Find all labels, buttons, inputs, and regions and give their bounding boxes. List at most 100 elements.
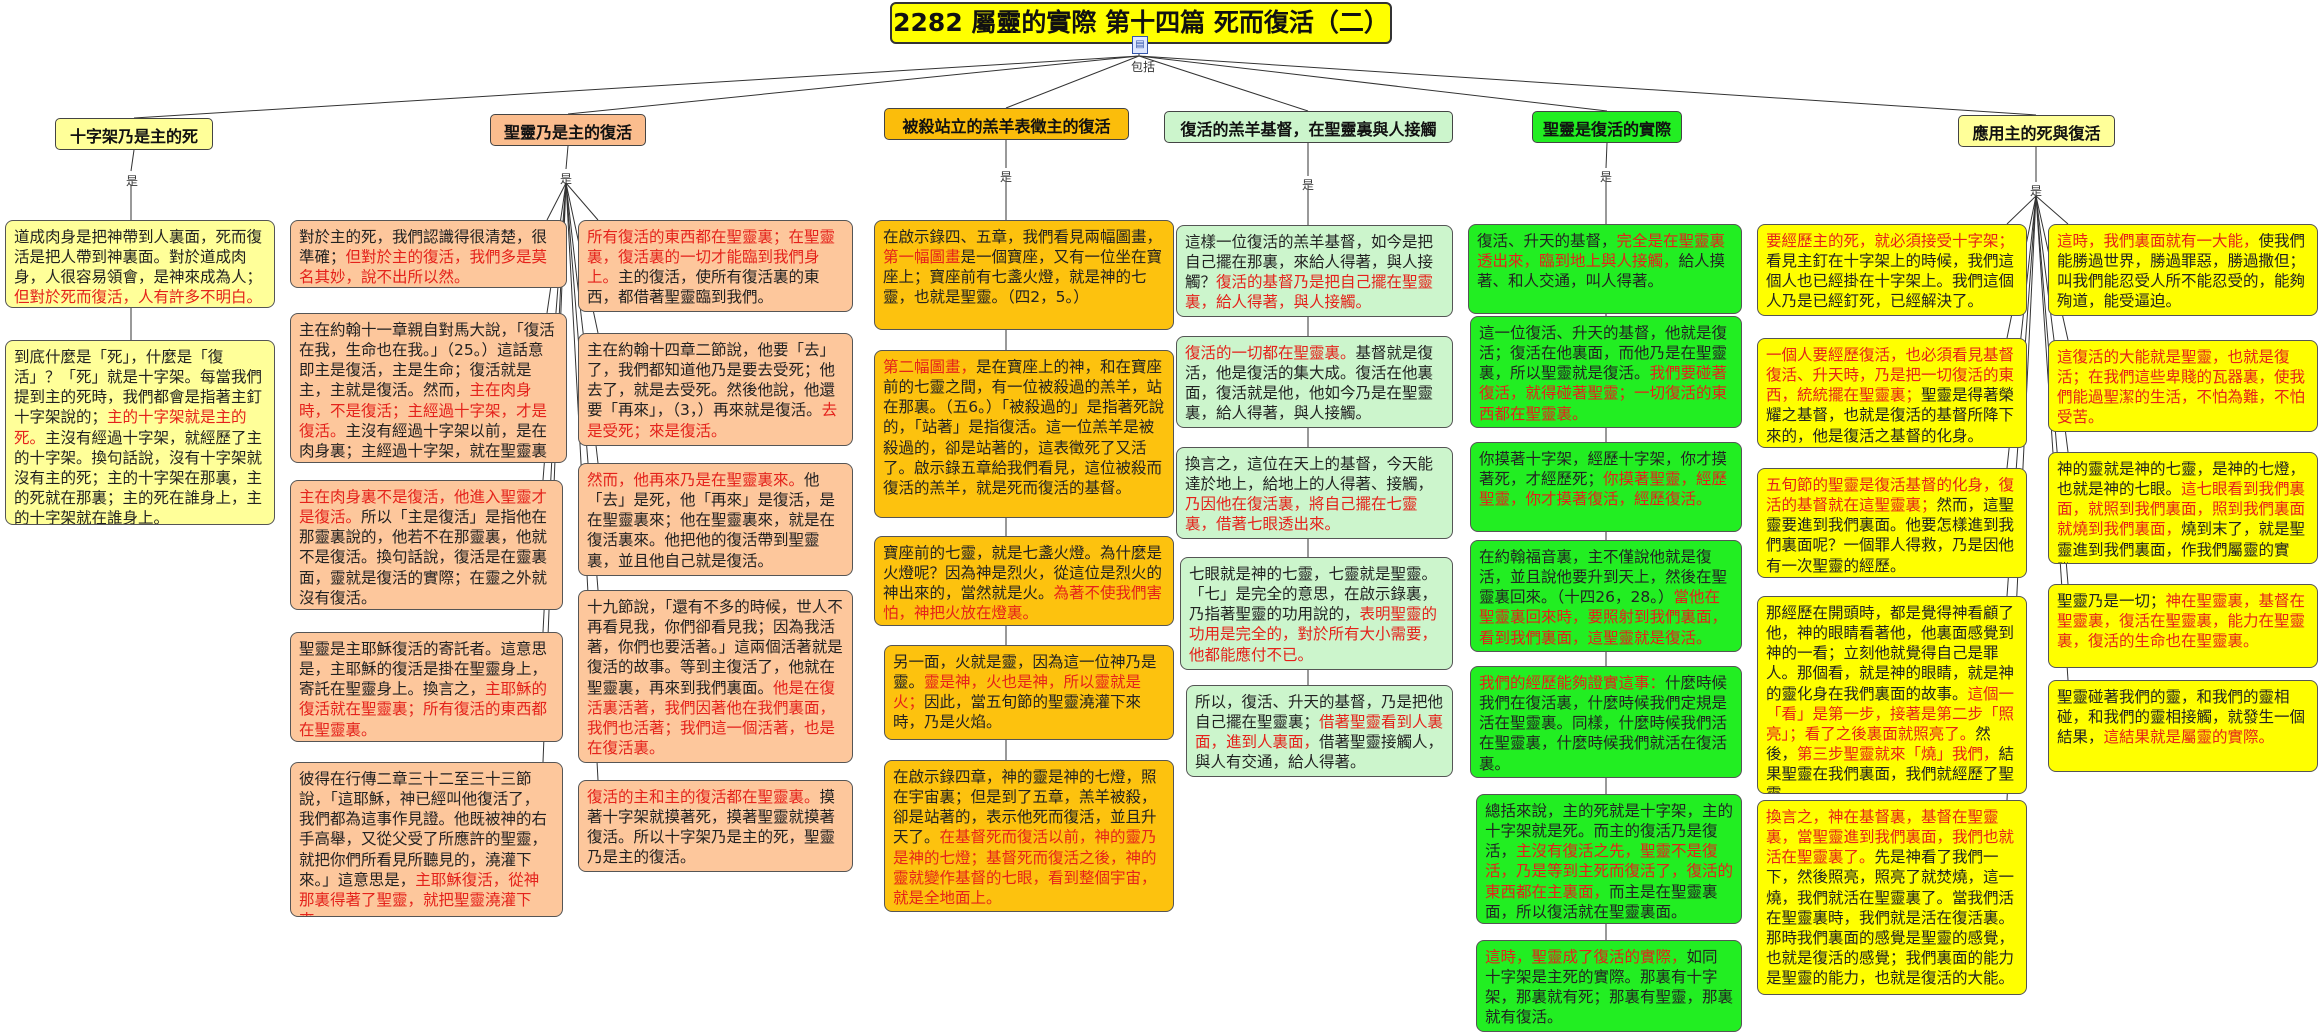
content-box[interactable]: 這時，聖靈成了復活的實際，如同十字架是主死的實際。那裏有十字架，那裏就有死；那裏… <box>1476 940 1742 1032</box>
content-box[interactable]: 復活的一切都在聖靈裏。基督就是復活，他是復活的集大成。復活在他裏面，復活就是他，… <box>1176 336 1453 428</box>
content-box[interactable]: 這一位復活、升天的基督，他就是復活；復活在他裏面，而他乃是在聖靈裏，所以聖靈就是… <box>1470 316 1742 428</box>
highlighted-text: 表明聖靈的功用是完全的，對於所有大小需要，他都能應付不已。 <box>1189 605 1438 664</box>
connector-line <box>567 55 1140 115</box>
highlighted-text: 第一幅圖畫 <box>883 248 961 267</box>
content-box[interactable]: 五旬節的聖靈是復活基督的化身，復活的基督就在這聖靈裏；然而，這聖靈要進到我們裏面… <box>1757 468 2027 578</box>
box-text: 然後， <box>1766 724 1991 763</box>
content-box[interactable]: 第二幅圖畫，是在寶座上的神，和在寶座前的七靈之間，有一位被殺過的羔羊，站在那裏。… <box>874 350 1174 518</box>
content-box[interactable]: 道成肉身是把神帶到人裏面，死而復活是把人帶到神裏面。對於道成肉身，人很容易領會，… <box>5 220 275 308</box>
content-box[interactable]: 所有復活的東西都在聖靈裏；在聖靈裏，復活裏的一切才能臨到我們身上。主的復活，使所… <box>578 220 853 312</box>
content-box[interactable]: 復活、升天的基督，完全是在聖靈裏透出來，臨到地上與人接觸，給人摸著、和人交通，叫… <box>1468 224 1742 314</box>
content-box[interactable]: 我們的經歷能夠證實這事：什麼時候我們在復活裏，什麼時候我們定規是活在聖靈裏。同樣… <box>1470 666 1742 778</box>
content-box[interactable]: 主在肉身裏不是復活，他進入聖靈才是復活。所以「主是復活」是指他在那靈裏說的，他若… <box>290 480 563 610</box>
content-box[interactable]: 神的靈就是神的七靈，是神的七燈，也就是神的七眼。這七眼看到我們裏面，就照到我們裏… <box>2048 452 2318 564</box>
highlighted-text: 你摸著聖靈，經歷聖靈，你才摸著復活，經歷復活。 <box>1479 470 1728 509</box>
content-box[interactable]: 總括來說，主的死就是十字架，主的十字架就是死。而主的復活乃是復活，主沒有復活之先… <box>1476 794 1742 924</box>
content-box[interactable]: 在啟示錄四章，神的靈是神的七燈，照在宇宙裏；但是到了五章，羔羊被殺，卻是站著的，… <box>884 760 1174 912</box>
connector-line <box>1005 55 1140 109</box>
connector-line <box>565 145 569 170</box>
box-text: 在啟示錄四章，神的靈是神的七燈，照在宇宙裏；但是到了五章，羔羊被殺，卻是站著的，… <box>893 768 1157 847</box>
highlighted-text: 主耶穌復活，從神那裏得著了聖靈，就把聖靈澆灌下來。 <box>299 870 540 916</box>
header-spirit-is-resurrection[interactable]: 聖靈乃是主的復活 <box>490 114 646 146</box>
box-text: 到底什麼是「死」，什麼是「復活」？「死」就是十字架。每當我們提到主的死時，我們都… <box>14 348 263 427</box>
box-text: 在約翰福音裏，主不僅說他就是復活，並且說他要升到天上，然後在聖靈裏回來。（十四2… <box>1479 548 1728 607</box>
content-box[interactable]: 換言之，神在基督裏，基督在聖靈裏，當聖靈進到我們裏面，我們也就活在聖靈裏了。先是… <box>1757 800 2027 995</box>
highlighted-text: 靈是神，火也是神，所以靈就是火； <box>893 673 1142 712</box>
box-text: 他「去」是死，他「再來」是復活，是在聖靈裏來；他在聖靈裏來，就是在復活裏來。他把… <box>587 471 836 570</box>
highlighted-text: 去是受死；來是復活。 <box>587 401 838 440</box>
content-box[interactable]: 這樣一位復活的羔羊基督，如今是把自己擺在那裏，來給人得著，與人接觸？復活的基督乃… <box>1176 225 1453 317</box>
document-icon: ▤ <box>1132 36 1148 54</box>
content-box[interactable]: 十九節說，「還有不多的時候，世人不再看見我，你們卻看見我；因為我活著，你們也要活… <box>578 590 853 763</box>
box-text: 使我們能勝過世界，勝過罪惡，勝過撒但；叫我們能忍受人所不能忍受的，能夠殉道，能受… <box>2057 232 2306 311</box>
content-box[interactable]: 主在約翰十一章親自對馬大說，「復活在我，生命也在我。」（25。）這話意即主是復活… <box>290 313 567 463</box>
content-box[interactable]: 那經歷在開頭時，都是覺得神看顧了他，神的眼睛看著他，他裏面感覺到神的一看；立刻他… <box>1757 596 2027 794</box>
content-box[interactable]: 在啟示錄四、五章，我們看見兩幅圖畫，第一幅圖畫是一個寶座，又有一位坐在寶座上；寶… <box>874 220 1174 330</box>
content-box[interactable]: 你摸著十字架，經歷十字架，你才摸著死，才經歷死；你摸著聖靈，經歷聖靈，你才摸著復… <box>1470 442 1742 532</box>
content-box[interactable]: 聖靈是主耶穌復活的寄託者。這意思是，主耶穌的復活是掛在聖靈身上，寄託在聖靈身上。… <box>290 632 563 742</box>
box-text: 主在約翰十四章二節說，他要「去」了，我們都知道他乃是要去受死；他去了，就是去受死… <box>587 341 836 420</box>
highlighted-text: 主在肉身裏不是復活，他進入聖靈才是復活。 <box>299 488 548 527</box>
highlighted-text: 然而，他再來乃是在聖靈裏來。 <box>587 471 805 489</box>
box-text: 所以「主是復活」是指他在那靈裏說的，他若不在那靈裏，他就不是復活。換句話說，復活… <box>299 508 548 607</box>
content-box[interactable]: 到底什麼是「死」，什麼是「復活」？「死」就是十字架。每當我們提到主的死時，我們都… <box>5 340 275 525</box>
highlighted-text: 第三步聖靈就來「燒」我們， <box>1797 744 1999 763</box>
connector-line <box>1605 142 1608 169</box>
content-box[interactable]: 聖靈乃是一切；神在聖靈裏，基督在聖靈裏，復活在聖靈裏，能力在聖靈裏，復活的生命也… <box>2048 584 2318 668</box>
highlighted-text: 借著聖靈看到人裏面，進到人裏面， <box>1195 713 1444 752</box>
highlighted-text: 所有復活的東西都在聖靈裏；在聖靈裏，復活裏的一切才能臨到我們身上。 <box>587 228 836 287</box>
highlighted-text: 換言之，神在基督裏，基督在聖靈裏，當聖靈進到我們裏面，我們也就活在聖靈裏了。 <box>1766 808 2015 867</box>
box-text: 結果聖靈在我們裏面，我們就經歷了聖靈。 <box>1766 744 2015 793</box>
content-box[interactable]: 七眼就是神的七靈，七靈就是聖靈。「七」是完全的意思，在啟示錄裏，乃指著聖靈的功用… <box>1180 557 1453 670</box>
content-box[interactable]: 這時，我們裏面就有一大能，使我們能勝過世界，勝過罪惡，勝過撒但；叫我們能忍受人所… <box>2048 224 2318 316</box>
content-box[interactable]: 另一面，火就是靈，因為這一位神乃是靈。靈是神，火也是神，所以靈就是火；因此，當五… <box>884 645 1174 740</box>
content-box[interactable]: 復活的主和主的復活都在聖靈裏。摸著十字架就摸著死，摸著聖靈就摸著復活。所以十字架… <box>578 780 853 872</box>
highlighted-text: 但對於主的復活，我們多是莫名其妙，說不出所以然。 <box>299 248 548 287</box>
header-slain-lamb[interactable]: 被殺站立的羔羊表徵主的復活 <box>884 108 1129 140</box>
box-text: 先是神看了我們一下，然後照亮，照亮了就焚燒，這一燒，我們就活在聖靈裏了。當我們活… <box>1766 848 2015 988</box>
highlighted-text: 我們的經歷能夠證實這事： <box>1479 674 1666 692</box>
highlighted-text: 這復活的大能就是聖靈，也就是復活；在我們這些卑賤的瓦器裏，使我們能過聖潔的生活，… <box>2057 348 2306 427</box>
box-text: 基督就是復活，他是復活的集大成。復活在他裏面，復活就是他，他如今乃是在聖靈裏，給… <box>1185 344 1434 423</box>
highlighted-text: 這時，聖靈成了復活的實際， <box>1485 948 1687 966</box>
content-box[interactable]: 主在約翰十四章二節說，他要「去」了，我們都知道他乃是要去受死；他去了，就是去受死… <box>578 333 853 446</box>
header-cross-is-death[interactable]: 十字架乃是主的死 <box>55 118 213 150</box>
connector-line <box>1138 55 2037 116</box>
box-text: 道成肉身是把神帶到人裏面，死而復活是把人帶到神裏面。對於道成肉身，人很容易領會，… <box>14 228 263 287</box>
content-box[interactable]: 在約翰福音裏，主不僅說他就是復活，並且說他要升到天上，然後在聖靈裏回來。（十四2… <box>1470 540 1742 652</box>
box-text: 這樣一位復活的羔羊基督，如今是把自己擺在那裏，來給人得著，與人接觸？ <box>1185 233 1434 292</box>
content-box[interactable]: 然而，他再來乃是在聖靈裏來。他「去」是死，他「再來」是復活，是在聖靈裏來；他在聖… <box>578 463 853 576</box>
content-box[interactable]: 對於主的死，我們認識得很清楚，很準確；但對於主的復活，我們多是莫名其妙，說不出所… <box>290 220 567 288</box>
content-box[interactable]: 聖靈碰著我們的靈，和我們的靈相碰，和我們的靈相接觸，就發生一個結果，這結果就是屬… <box>2048 680 2318 772</box>
connector-line <box>130 149 135 172</box>
content-box[interactable]: 所以，復活、升天的基督，乃是把他自己擺在聖靈裏；借著聖靈看到人裏面，進到人裏面，… <box>1186 685 1453 777</box>
highlighted-text: 當他在聖靈裏回來時，要照射到我們裏面，看到我們裏面，這聖靈就是復活。 <box>1479 588 1728 647</box>
content-box[interactable]: 換言之，這位在天上的基督，今天能達於地上，給地上的人得著、接觸，乃因他在復活裏，… <box>1176 447 1453 539</box>
header-spirit-reality[interactable]: 聖靈是復活的實際 <box>1532 111 1682 143</box>
connector-line <box>1138 55 1608 112</box>
content-box[interactable]: 這復活的大能就是聖靈，也就是復活；在我們這些卑賤的瓦器裏，使我們能過聖潔的生活，… <box>2048 340 2318 432</box>
highlighted-text: 乃因他在復活裏，將自己擺在七靈裏，借著七眼透出來。 <box>1185 495 1418 534</box>
connector-line <box>1138 55 1309 112</box>
highlighted-text: 在基督死而復活以前，神的靈乃是神的七燈；基督死而復活之後，神的靈就變作基督的七眼… <box>893 828 1157 907</box>
box-text: 看見主釘在十字架上的時候，我們這個人也已經掛在十字架上。我們這個人乃是已經釘死，… <box>1766 252 2015 311</box>
header-apply-death-resurrection[interactable]: 應用主的死與復活 <box>1958 115 2115 147</box>
box-text: 借著聖靈接觸人，與人有交通，給人得著。 <box>1195 733 1444 772</box>
content-box[interactable]: 寶座前的七靈，就是七盞火燈。為什麼是火燈呢？因為神是烈火，從這位是烈火的神出來的… <box>874 536 1174 626</box>
highlighted-text: 為著不使我們害怕，神把火放在燈裏。 <box>883 584 1163 623</box>
branch-relation-label: 是 <box>999 170 1012 184</box>
highlighted-text: 主耶穌的復活就在聖靈裏；所有復活的東西都在聖靈裏。 <box>299 680 548 739</box>
header-lamb-in-spirit[interactable]: 復活的羔羊基督，在聖靈裏與人接觸 <box>1164 111 1453 143</box>
content-box[interactable]: 一個人要經歷復活，也必須看見基督復活、升天時，乃是把一切復活的東西，統統擺在聖靈… <box>1757 338 2027 448</box>
connector-line <box>2006 195 2037 225</box>
box-text: 所以，復活、升天的基督，乃是把他自己擺在聖靈裏； <box>1195 693 1444 732</box>
box-text: 復活、升天的基督， <box>1477 232 1617 250</box>
highlighted-text: 他是在復活裏活著，我們因著他在我們裏面，我們也活著；我們這一個活著，也是在復活裏… <box>587 678 836 757</box>
highlighted-text: 完全是在聖靈裏透出來，臨到地上與人接觸， <box>1477 232 1726 271</box>
connector-line <box>546 182 567 221</box>
highlighted-text: 五旬節的聖靈是復活基督的化身，復活的基督就在這聖靈裏； <box>1766 476 2015 515</box>
content-box[interactable]: 彼得在行傳二章三十二至三十三節說，「這耶穌，神已經叫他復活了，我們都為這事作見證… <box>290 762 563 917</box>
box-text: 主沒有經過十字架以前，是在肉身裏；主經過十字架，就在聖靈裏了。 <box>299 421 548 462</box>
highlighted-text: 神在聖靈裏，基督在聖靈裏，復活在聖靈裏，能力在聖靈裏，復活的生命也在聖靈裏。 <box>2057 592 2306 651</box>
content-box[interactable]: 要經歷主的死，就必須接受十字架；看見主釘在十字架上的時候，我們這個人也已經掛在十… <box>1757 224 2027 316</box>
